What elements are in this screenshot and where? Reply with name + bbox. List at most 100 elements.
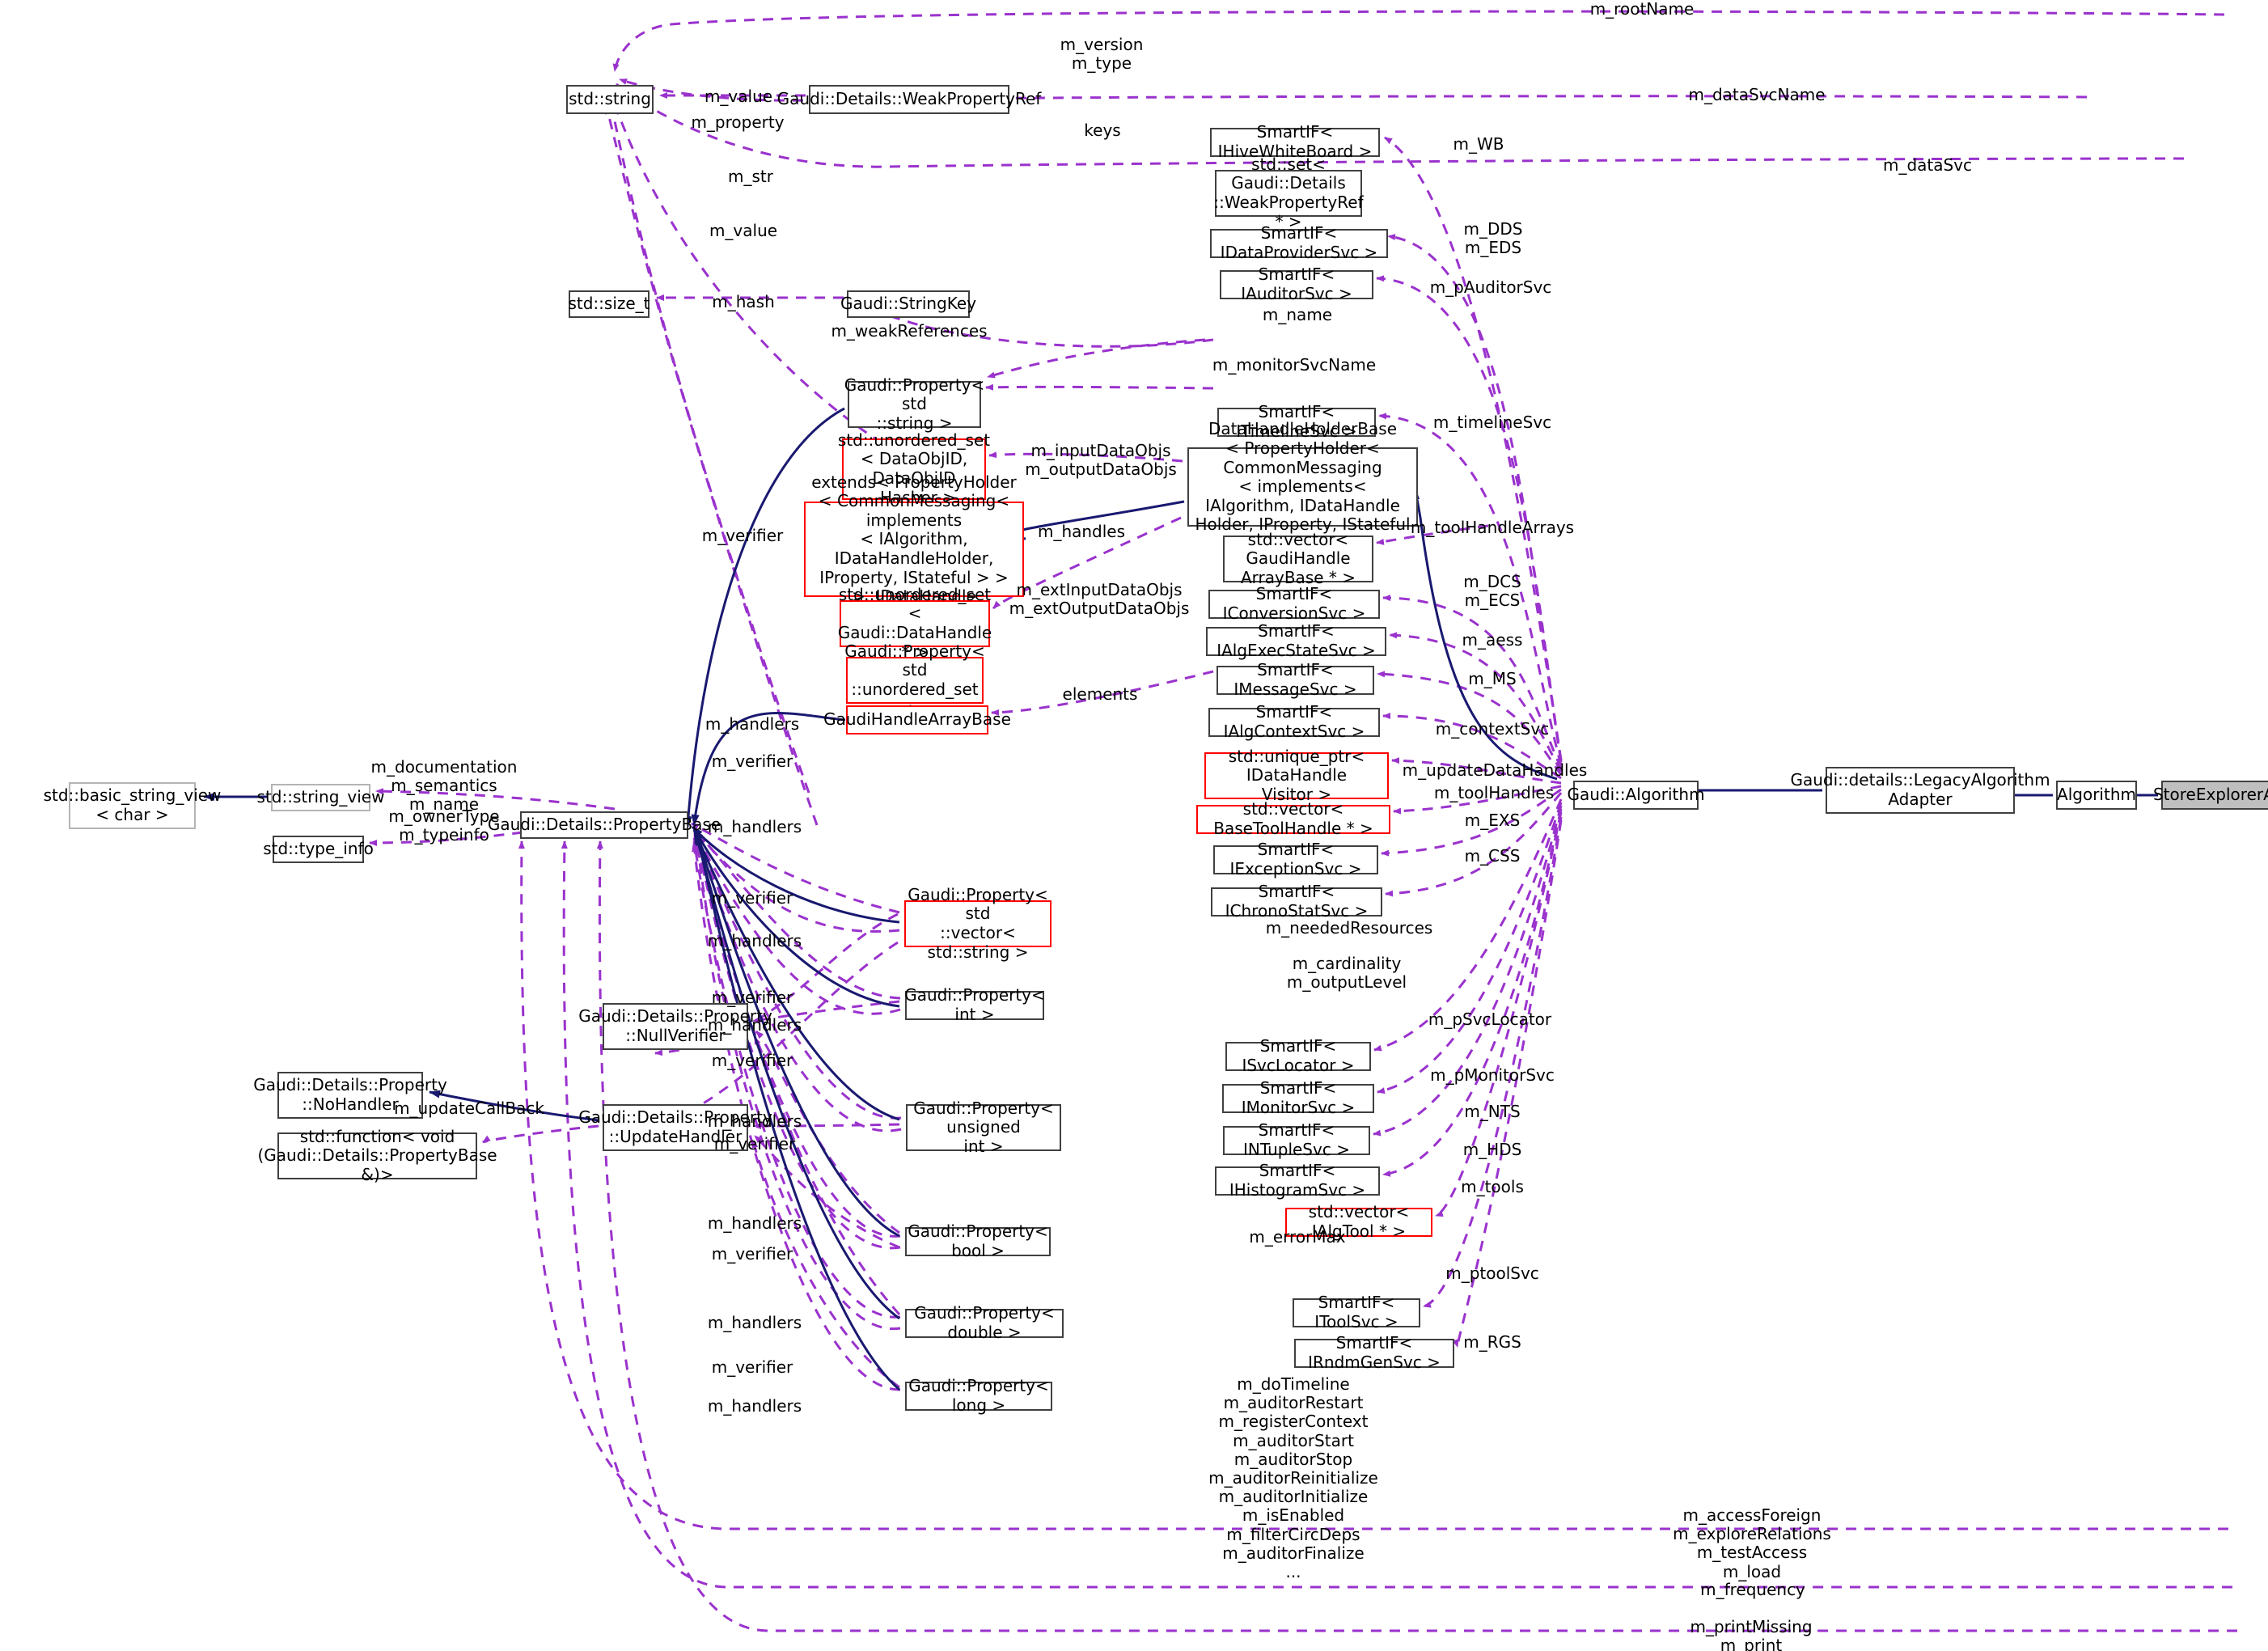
- class-node-gaudi_algorithm[interactable]: Gaudi::Algorithm: [1567, 781, 1705, 810]
- class-node-propertybase[interactable]: Gaudi::Details::PropertyBase: [488, 811, 721, 839]
- edge-label-m_timelineSvc: m_timelineSvc: [1432, 413, 1552, 432]
- class-node-smartif_idataprovider[interactable]: SmartIF< IDataProviderSvc >: [1210, 224, 1388, 262]
- class-node-prop_updatehandler[interactable]: Gaudi::Details::Property ::UpdateHandler: [578, 1104, 772, 1151]
- edge-label-m_verifier_8: m_verifier: [711, 1357, 793, 1377]
- class-node-prop_bool[interactable]: Gaudi::Property< bool >: [905, 1222, 1051, 1260]
- edge-label-m_handlers_2: m_handlers: [707, 817, 802, 836]
- edge-label-m_neededResources: m_neededResources: [1265, 918, 1433, 938]
- edge-label-m_ptoolSvc: m_ptoolSvc: [1445, 1264, 1539, 1283]
- edge-label-m_CSS: m_CSS: [1464, 846, 1521, 866]
- class-node-std_basic_string_view[interactable]: std::basic_string_view < char >: [44, 782, 221, 829]
- class-node-smartif_isvclocator[interactable]: SmartIF< ISvcLocator >: [1225, 1037, 1371, 1075]
- class-node-vec_basetoolhandle[interactable]: std::vector< BaseToolHandle * >: [1196, 800, 1390, 838]
- edge-label-m_HDS: m_HDS: [1462, 1140, 1522, 1159]
- class-node-std_function_void[interactable]: std::function< void (Gaudi::Details::Pro…: [257, 1126, 497, 1184]
- edge-label-m_weakReferences: m_weakReferences: [831, 321, 988, 341]
- edge-label-m_handles: m_handles: [1037, 522, 1126, 541]
- edge-label-m_ownerType: m_ownerType m_typeinfo: [388, 806, 500, 845]
- class-node-gaudi_stringkey[interactable]: Gaudi::StringKey: [840, 290, 976, 318]
- class-node-smartif_ichronostat[interactable]: SmartIF< IChronoStatSvc >: [1211, 883, 1382, 921]
- class-node-prop_uint[interactable]: Gaudi::Property< unsigned int >: [906, 1099, 1061, 1156]
- edge-label-m_property: m_property: [691, 112, 785, 132]
- edge-label-m_updateCallBack: m_updateCallBack: [394, 1099, 544, 1118]
- edge-label-m_rootName: m_rootName: [1589, 0, 1695, 19]
- edge-label-m_handlers_8: m_handlers: [707, 1396, 802, 1416]
- edge-label-m_accessForeign: m_accessForeign m_exploreRelations m_tes…: [1673, 1505, 1831, 1581]
- class-node-prop_int[interactable]: Gaudi::Property< int >: [904, 985, 1045, 1024]
- class-node-prop_string[interactable]: Gaudi::Property< std ::string >: [844, 375, 985, 433]
- class-node-prop_uset[interactable]: Gaudi::Property< std ::unordered_set >: [844, 641, 985, 718]
- edge-label-m_verifier_7: m_verifier: [711, 1244, 793, 1264]
- edge-label-m_toolHandleArrays: m_toolHandleArrays: [1410, 518, 1575, 537]
- edge-label-m_RGS: m_RGS: [1463, 1332, 1521, 1352]
- class-node-smartif_iauditor[interactable]: SmartIF< IAuditorSvc >: [1220, 265, 1373, 303]
- edge-label-m_handlers_3: m_handlers: [707, 931, 802, 950]
- edge-label-m_toolHandles: m_toolHandles: [1433, 783, 1555, 802]
- edge-label-m_handlers_5: m_handlers: [707, 1111, 802, 1131]
- edge-label-m_tools: m_tools: [1461, 1177, 1524, 1196]
- class-node-smartif_hivewb[interactable]: SmartIF< IHiveWhiteBoard >: [1210, 123, 1380, 161]
- class-node-smartif_iconversion[interactable]: SmartIF< IConversionSvc >: [1208, 585, 1380, 623]
- edge-label-m_aess: m_aess: [1462, 630, 1523, 650]
- class-node-prop_long[interactable]: Gaudi::Property< long >: [905, 1377, 1052, 1415]
- edge-label-m_contextSvc: m_contextSvc: [1435, 719, 1550, 739]
- edge-label-m_verifier_3: m_verifier: [711, 888, 793, 908]
- edge-label-m_DDS_EDS: m_DDS m_EDS: [1463, 219, 1523, 258]
- edge-label-m_inputOutputObjs: m_inputDataObjs m_outputDataObjs: [1025, 441, 1177, 480]
- edge-label-m_hash: m_hash: [712, 292, 775, 311]
- class-node-prop_nohandler[interactable]: Gaudi::Details::Property ::NoHandler: [253, 1072, 447, 1119]
- class-node-std_size_t[interactable]: std::size_t: [568, 290, 650, 318]
- class-node-smartif_irndmgen[interactable]: SmartIF< IRndmGenSvc >: [1294, 1334, 1454, 1372]
- edge-label-m_cardinality: m_cardinality m_outputLevel: [1286, 954, 1407, 993]
- class-node-uset_dataobjid[interactable]: std::unordered_set < DataObjID, DataObjI…: [837, 430, 991, 507]
- class-node-extends_propertyholder[interactable]: extends< PropertyHolder < CommonMessagin…: [804, 472, 1024, 625]
- class-node-std_string_view[interactable]: std::string_view: [257, 784, 384, 811]
- class-node-smartif_intuple[interactable]: SmartIF< INTupleSvc >: [1223, 1121, 1370, 1159]
- edge-label-m_name: m_name: [1262, 305, 1333, 324]
- class-node-smartif_imessage[interactable]: SmartIF< IMessageSvc >: [1217, 661, 1374, 699]
- class-node-weakpropertyref[interactable]: Gaudi::Details::WeakPropertyRef: [777, 85, 1041, 114]
- edge-label-m_verifier_1: m_verifier: [701, 526, 784, 545]
- edge-label-m_EXS: m_EXS: [1464, 811, 1521, 830]
- class-node-smartif_ialgexecstate[interactable]: SmartIF< IAlgExecStateSvc >: [1206, 622, 1386, 660]
- edge-label-m_handlers_7: m_handlers: [707, 1313, 802, 1332]
- edge-label-m_pMonitorSvc: m_pMonitorSvc: [1430, 1065, 1555, 1085]
- class-node-set_weakpropertyref[interactable]: std::set< Gaudi::Details ::WeakPropertyR…: [1213, 154, 1364, 231]
- edge-label-m_extInOutObjs: m_extInputDataObjs m_extOutputDataObjs: [1009, 580, 1190, 619]
- edge-label-m_NTS: m_NTS: [1464, 1102, 1521, 1121]
- class-node-std_string[interactable]: std::string: [566, 85, 654, 114]
- class-node-smartif_itool[interactable]: SmartIF< IToolSvc >: [1293, 1293, 1420, 1331]
- class-node-smartif_imonitor[interactable]: SmartIF< IMonitorSvc >: [1222, 1079, 1374, 1117]
- class-node-smartif_ialgcontext[interactable]: SmartIF< IAlgContextSvc >: [1208, 703, 1380, 741]
- class-node-datahandleholderbase[interactable]: DataHandleHolderBase < PropertyHolder< C…: [1187, 420, 1418, 553]
- edge-label-m_DCS_ECS: m_DCS m_ECS: [1463, 572, 1521, 611]
- edge-label-m_pSvcLocator: m_pSvcLocator: [1428, 1010, 1552, 1029]
- edge-label-m_errorMax: m_errorMax: [1249, 1227, 1346, 1247]
- class-node-prop_nullverifier[interactable]: Gaudi::Details::Property ::NullVerifier: [578, 1003, 772, 1050]
- class-node-legacyalgadapter[interactable]: Gaudi::details::LegacyAlgorithm Adapter: [1790, 767, 2050, 814]
- edge-label-m_value_mid: m_value: [709, 221, 778, 240]
- class-node-uptr_idatahandlevisit[interactable]: std::unique_ptr< IDataHandle Visitor >: [1204, 747, 1389, 804]
- class-node-gaudihandlearraybase[interactable]: GaudiHandleArrayBase: [823, 705, 1011, 734]
- edge-label-m_frequency: m_frequency: [1700, 1580, 1805, 1599]
- edge-label-m_MS: m_MS: [1468, 669, 1517, 688]
- edge-label-m_handlers_4: m_handlers: [707, 1015, 802, 1035]
- edge-label-m_updateDataHandles: m_updateDataHandles: [1402, 760, 1588, 780]
- edge-label-m_dataSvcName: m_dataSvcName: [1688, 85, 1826, 104]
- class-node-smartif_itimeline[interactable]: SmartIF< ITimelineSvc >: [1217, 403, 1376, 441]
- edge-label-m_pAuditorSvc: m_pAuditorSvc: [1429, 277, 1552, 297]
- edge-label-keys: keys: [1084, 121, 1121, 140]
- edge-label-m_printMissing: m_printMissing m_print: [1690, 1617, 1813, 1651]
- class-node-vec_ialgtool[interactable]: std::vector< IAlgTool * >: [1285, 1203, 1432, 1241]
- class-node-smartif_ihistogram[interactable]: SmartIF< IHistogramSvc >: [1215, 1162, 1380, 1200]
- class-node-storeexploreralg[interactable]: StoreExplorerAlg: [2153, 781, 2268, 810]
- class-node-prop_double[interactable]: Gaudi::Property< double >: [905, 1304, 1064, 1342]
- class-node-algorithm[interactable]: Algorithm: [2056, 781, 2137, 810]
- class-node-vec_gaudihandlearray[interactable]: std::vector< GaudiHandle ArrayBase * >: [1223, 530, 1373, 587]
- class-node-std_type_info[interactable]: std::type_info: [263, 836, 374, 863]
- class-node-uset_datahandle[interactable]: std::unordered_set < Gaudi::DataHandle *…: [838, 585, 992, 661]
- class-node-smartif_iexception[interactable]: SmartIF< IExceptionSvc >: [1213, 840, 1378, 878]
- class-node-prop_vec_string[interactable]: Gaudi::Property< std ::vector< std::stri…: [904, 885, 1051, 961]
- edge-label-m_verifier_5: m_verifier: [711, 1051, 793, 1070]
- edge-label-m_str: m_str: [728, 167, 773, 186]
